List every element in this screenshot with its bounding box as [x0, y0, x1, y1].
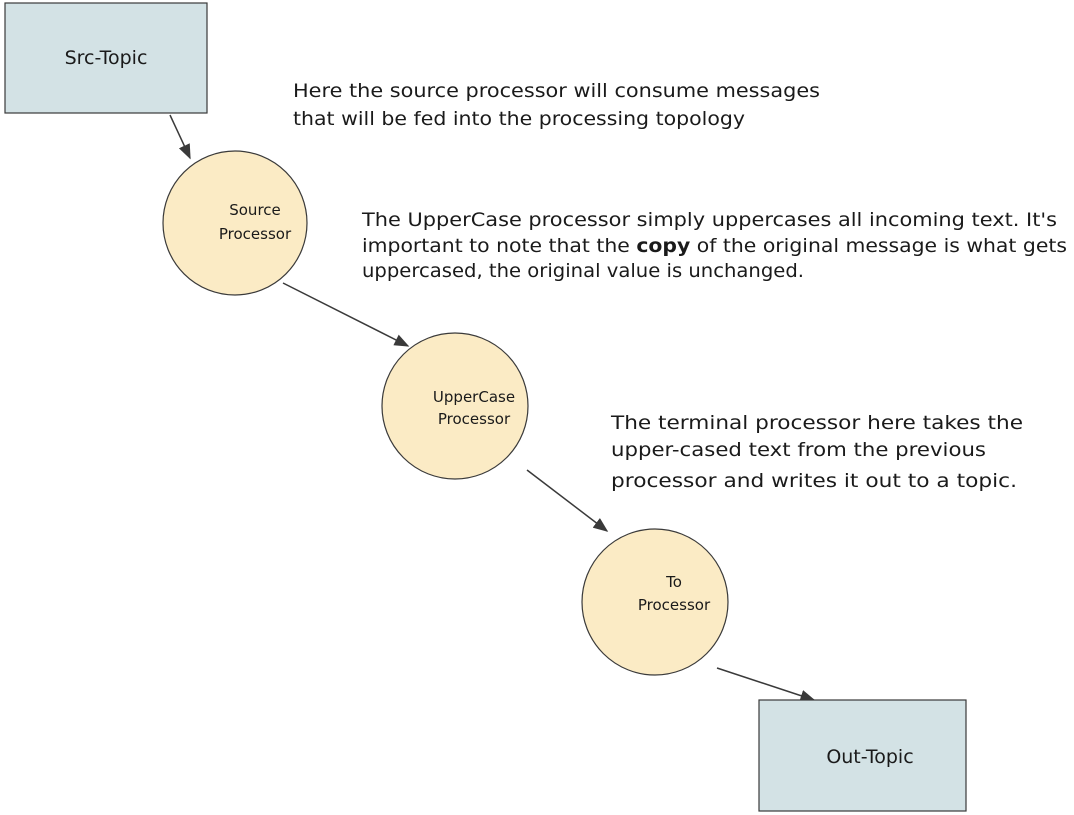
arrow-uppercase-to-to: [526, 469, 609, 532]
uppercase-note-line1: The UpperCase processor simply uppercase…: [361, 209, 1057, 231]
out-topic-node: Out-Topic: [758, 699, 967, 812]
uppercase-processor-label-line1: UpperCase: [433, 388, 515, 406]
to-processor-node: To Processor: [581, 528, 729, 676]
source-processor-circle: [162, 150, 308, 296]
uppercase-note-copy-emphasis: copy: [636, 235, 691, 257]
out-topic-box: [758, 699, 967, 812]
src-topic-node: Src-Topic: [4, 2, 208, 114]
source-note-line2: that will be fed into the processing top…: [293, 108, 745, 130]
arrow-source-to-uppercase: [282, 282, 410, 347]
source-processor-label-line1: Source: [229, 201, 281, 219]
src-topic-label: Src-Topic: [65, 47, 148, 69]
arrow-to-to-out: [716, 667, 816, 702]
to-processor-label-line2: Processor: [638, 596, 711, 614]
source-note-line1: Here the source processor will consume m…: [293, 80, 820, 102]
source-processor-label-line2: Processor: [219, 225, 292, 243]
uppercase-processor-label-line2: Processor: [438, 410, 511, 428]
src-topic-box: [4, 2, 208, 114]
terminal-note: The terminal processor here takes the up…: [610, 412, 1023, 492]
out-topic-label: Out-Topic: [826, 746, 913, 768]
terminal-note-line3: processor and writes it out to a topic.: [611, 470, 1017, 492]
arrow-src-to-source: [169, 114, 191, 160]
uppercase-processor-circle: [381, 332, 529, 480]
terminal-note-line2: upper-cased text from the previous: [611, 439, 986, 461]
to-processor-label-line1: To: [665, 573, 682, 591]
uppercase-note: The UpperCase processor simply uppercase…: [361, 209, 1067, 282]
to-processor-circle: [581, 528, 729, 676]
uppercase-note-line2-end: of the original message is what gets: [690, 235, 1067, 257]
source-processor-node: Source Processor: [162, 150, 308, 296]
uppercase-note-line2: important to note that the copy of the o…: [362, 235, 1067, 257]
uppercase-note-line2-start: important to note that the: [362, 235, 636, 257]
uppercase-processor-node: UpperCase Processor: [381, 332, 529, 480]
terminal-note-line1: The terminal processor here takes the: [610, 412, 1023, 434]
uppercase-note-line3: uppercased, the original value is unchan…: [362, 260, 804, 282]
source-note: Here the source processor will consume m…: [293, 80, 820, 130]
